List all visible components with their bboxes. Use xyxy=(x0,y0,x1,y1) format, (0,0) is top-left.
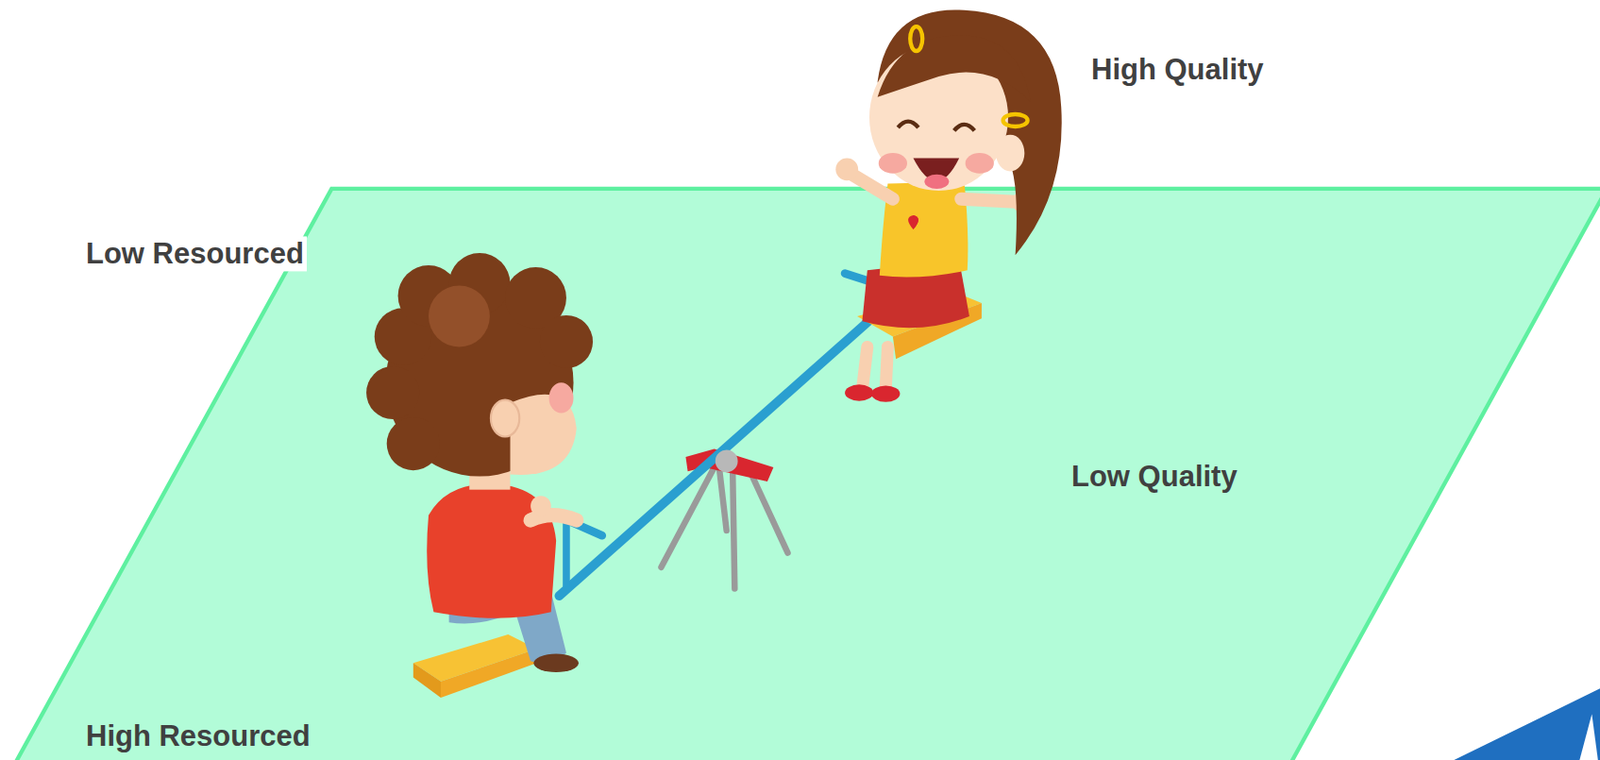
axis-label: Low Resourced xyxy=(83,235,307,271)
boy-figure xyxy=(366,252,593,673)
logo-corner xyxy=(1453,688,1600,760)
axis-label: Low Quality xyxy=(1068,458,1241,494)
ground-plane xyxy=(15,188,1600,760)
axis-label: High Quality xyxy=(1088,51,1267,87)
axis-label: High Resourced xyxy=(83,718,314,754)
logo-sail xyxy=(1579,713,1598,760)
girl-figure xyxy=(835,9,1062,402)
